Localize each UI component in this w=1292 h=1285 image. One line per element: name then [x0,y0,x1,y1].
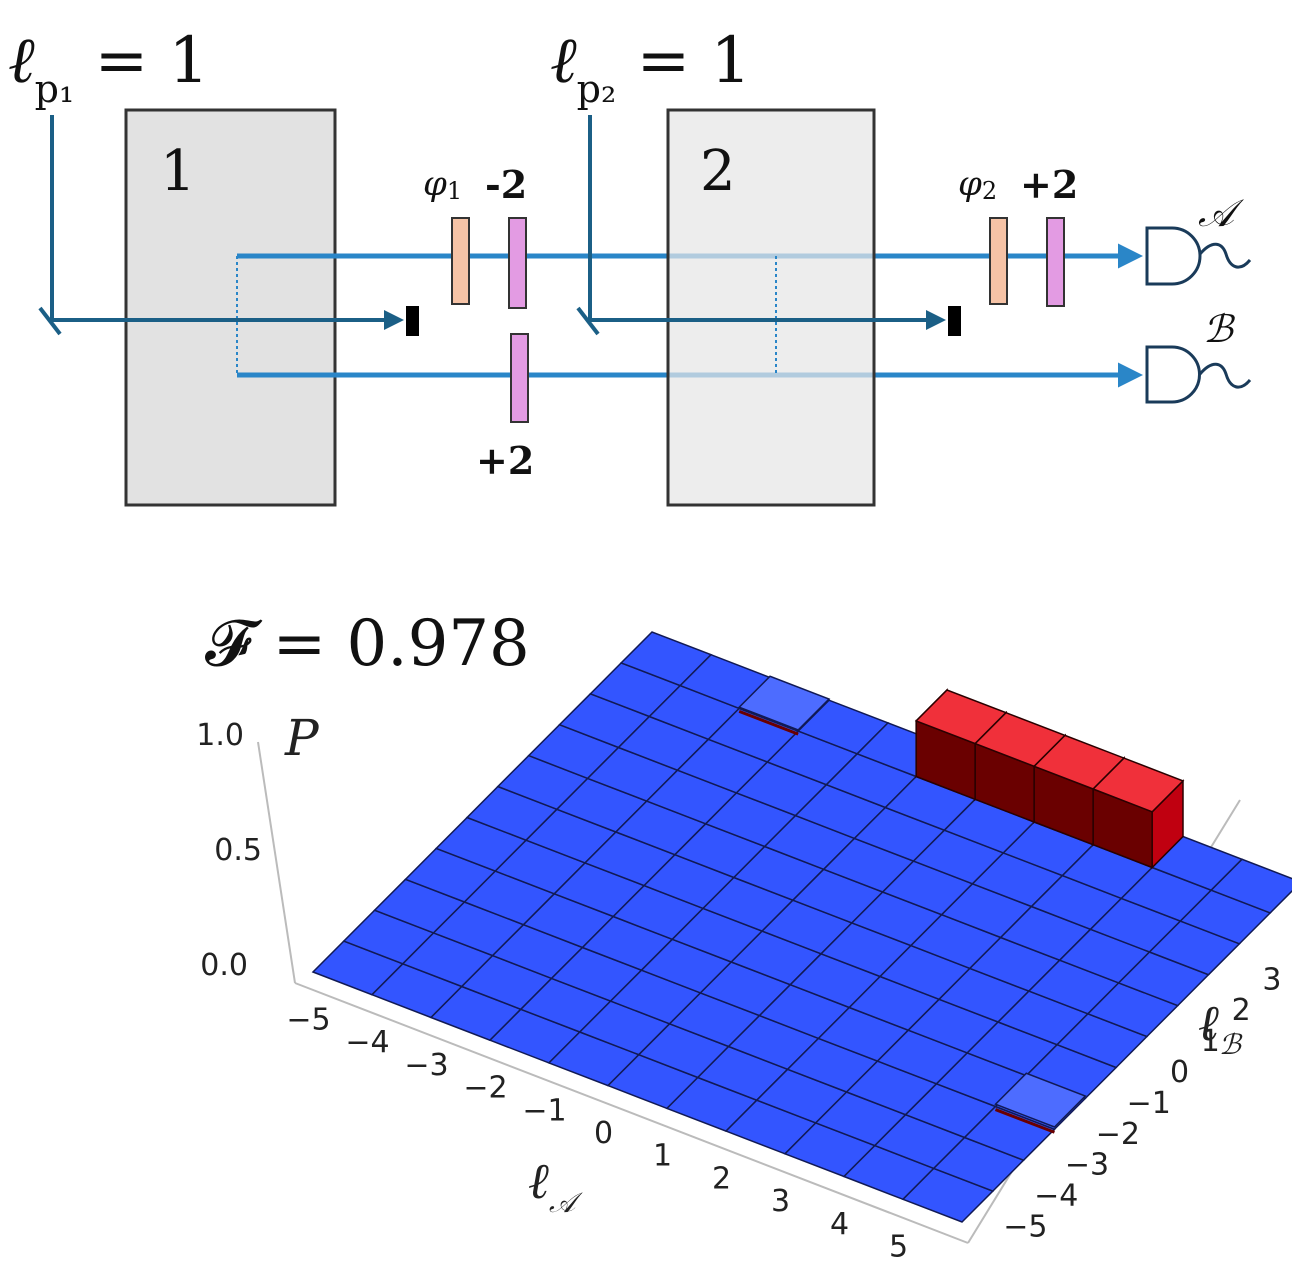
x-tick-label: −2 [463,1071,507,1106]
z-axis-label: P [284,709,320,767]
fidelity-label: 𝓕 = 0.978 [205,607,530,681]
hologram-top-2-label: +2 [1020,162,1078,207]
y-axis-label: ℓℬ [1198,994,1243,1061]
detector-b [1145,345,1252,404]
crystal-2 [666,108,876,507]
crystal-1-label: 1 [160,139,196,204]
detector-b-label: ℬ [1203,307,1236,351]
pump-mirror-1 [38,306,62,336]
phase-plate-1-label: φ1 [423,164,462,205]
x-axis-line [294,982,969,1244]
phase-plate-2-label: φ2 [958,164,997,205]
pump-beam-1 [50,115,404,330]
x-tick-label: 0 [594,1116,613,1151]
optical-setup: ℓp₁ = 1 ℓp₂ = 1 1 2 φ1 -2 φ2 +2 +2 [8,24,1252,507]
y-tick-label: 0 [1170,1055,1189,1090]
x-tick-label: 5 [889,1230,908,1265]
x-tick-label: 4 [830,1207,849,1242]
bars [737,675,1185,1134]
z-tick-label: 0.5 [214,833,262,868]
crystal-1 [124,108,337,507]
y-tick-label: −4 [1034,1179,1078,1214]
phase-plate-2 [989,217,1008,305]
y-tick-label: 1 [1201,1024,1220,1059]
pump1-label: ℓp₁ = 1 [8,24,209,111]
x-axis-ticks: −5 −4 −3 −2 −1 0 1 2 3 4 5 [286,1002,908,1264]
y-tick-label: −3 [1065,1148,1109,1183]
z-tick-label: 0.0 [200,948,248,983]
x-tick-label: 3 [771,1184,790,1219]
crystal-2-label: 2 [700,139,736,204]
x-tick-label: 1 [653,1139,672,1174]
y-tick-label: −2 [1096,1117,1140,1152]
y-tick-label: −5 [1003,1210,1047,1245]
bar [994,1072,1087,1134]
pump2-label: ℓp₂ = 1 [550,24,751,111]
detector-a-label: 𝒜 [1198,191,1245,235]
floor-grid [311,631,1292,1223]
z-tick-label: 1.0 [196,718,244,753]
hologram-bottom-label: +2 [476,438,534,483]
beam-dump-1 [406,306,419,336]
y-tick-label: 2 [1232,993,1251,1028]
hologram-top-1 [508,217,527,309]
phase-plate-1 [451,217,470,305]
bar-slab [737,675,831,731]
bar-top-face [1091,757,1185,813]
y-tick-label: −1 [1127,1086,1171,1121]
pump-beam-2 [588,115,946,330]
x-axis-label: ℓ𝒜 [528,1152,583,1219]
hologram-top-1-label: -2 [485,162,527,207]
bar [914,688,1008,802]
x-tick-label: −5 [286,1002,330,1037]
z-axis-ticks: 0.0 0.5 1.0 [196,718,262,983]
x-tick-label: −1 [522,1093,566,1128]
detector-a [1145,226,1252,286]
hologram-top-2 [1046,217,1065,307]
z-axis-line [257,741,296,984]
bar [1091,756,1185,870]
beam-dump-2 [948,306,961,336]
floor-tile [1209,858,1292,914]
pump-mirror-2 [576,306,600,336]
bar-slab-edge [738,709,799,736]
x-tick-label: −4 [345,1025,389,1060]
y-tick-label: 3 [1262,962,1281,997]
x-tick-label: −3 [404,1048,448,1083]
hologram-bottom [510,333,529,423]
bar-slab-edge [994,1108,1055,1134]
bar-slab [994,1072,1087,1128]
bar [737,675,831,736]
x-tick-label: 2 [712,1161,731,1196]
